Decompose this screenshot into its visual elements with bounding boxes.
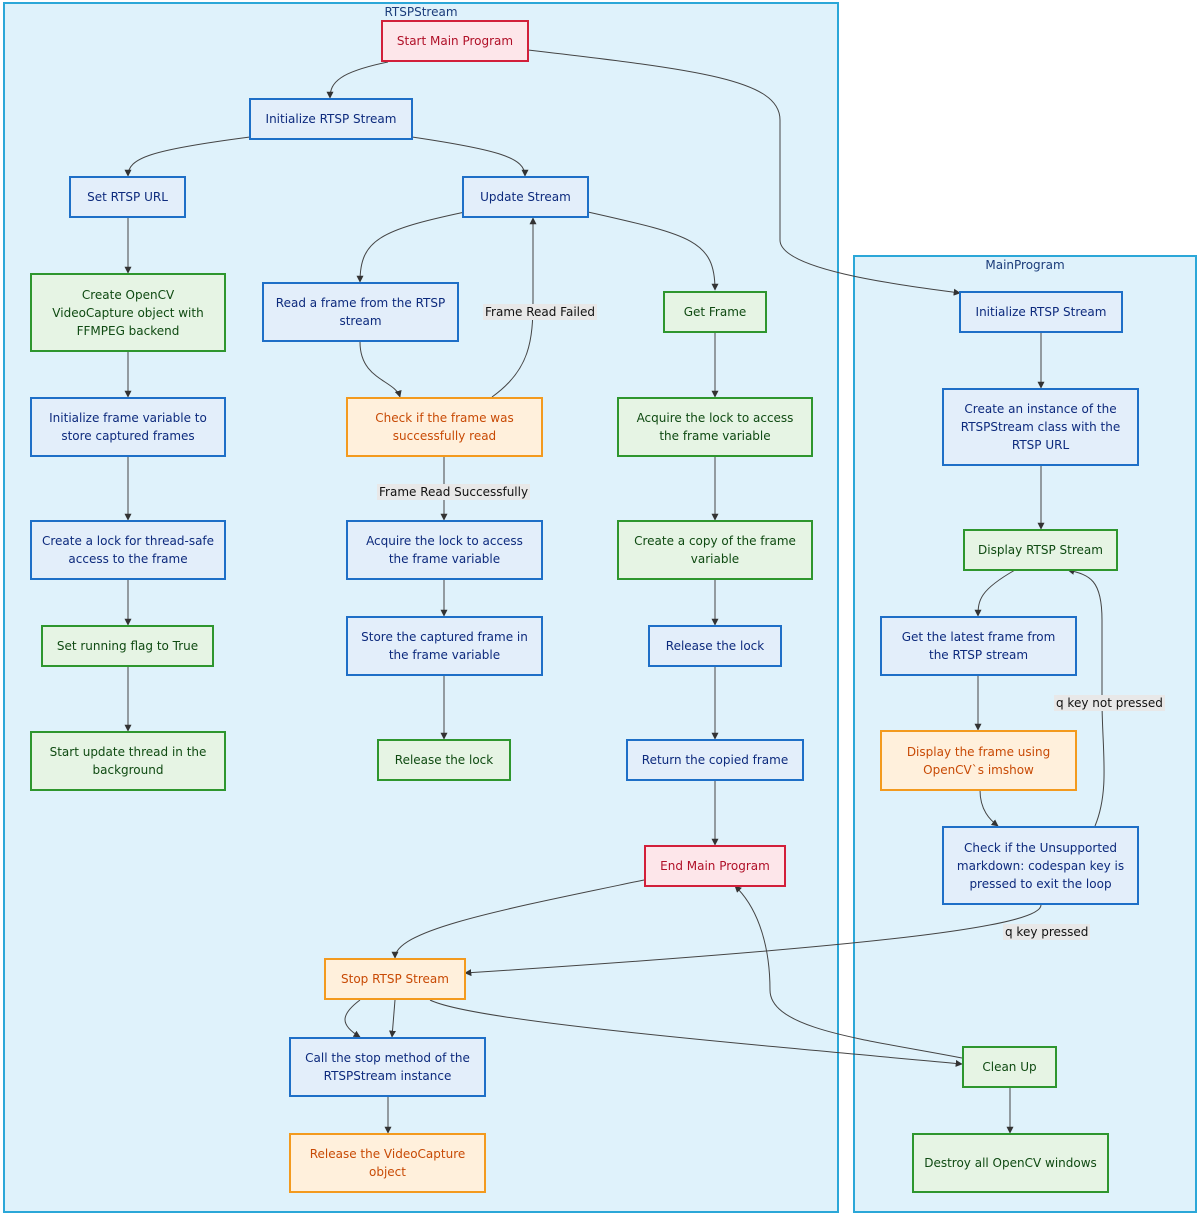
node-call-stop-method[interactable]: Call the stop method of the RTSPStream i…	[289, 1037, 486, 1097]
node-destroy-windows[interactable]: Destroy all OpenCV windows	[912, 1133, 1109, 1193]
node-return-copied-frame[interactable]: Return the copied frame	[626, 739, 804, 781]
node-stop-rtsp-stream[interactable]: Stop RTSP Stream	[324, 958, 466, 1000]
edge-check-to-update-failed	[491, 217, 537, 398]
edge-read-to-check	[359, 341, 402, 398]
edge-check-to-stop-pressed	[464, 904, 1042, 977]
node-release-lock-get[interactable]: Release the lock	[648, 625, 782, 667]
node-main-initialize-rtsp-stream[interactable]: Initialize RTSP Stream	[959, 291, 1123, 333]
node-get-frame[interactable]: Get Frame	[663, 291, 767, 333]
node-create-videocapture[interactable]: Create OpenCV VideoCapture object with F…	[30, 273, 226, 352]
node-acquire-lock-get[interactable]: Acquire the lock to access the frame var…	[617, 397, 813, 457]
node-check-key-pressed[interactable]: Check if the Unsupported markdown: codes…	[942, 826, 1139, 905]
edge-displayframe-to-check	[979, 789, 999, 827]
edge-stop-to-callstop-a	[344, 999, 361, 1038]
node-check-frame-read[interactable]: Check if the frame was successfully read	[346, 397, 543, 457]
node-get-latest-frame[interactable]: Get the latest frame from the RTSP strea…	[880, 616, 1077, 676]
edge-update-to-read	[356, 211, 466, 283]
node-start-update-thread[interactable]: Start update thread in the background	[30, 731, 226, 791]
node-release-videocapture[interactable]: Release the VideoCapture object	[289, 1133, 486, 1193]
cluster-title-rtsp-stream: RTSPStream	[384, 5, 458, 19]
edge-label-q-key-not-pressed: q key not pressed	[1054, 695, 1165, 711]
node-store-captured-frame[interactable]: Store the captured frame in the frame va…	[346, 616, 543, 676]
node-create-lock[interactable]: Create a lock for thread-safe access to …	[30, 520, 226, 580]
node-release-lock-update[interactable]: Release the lock	[377, 739, 511, 781]
edge-end-to-stop	[391, 879, 645, 959]
edge-init-to-update	[411, 136, 529, 177]
edge-start-to-init	[326, 61, 389, 99]
node-read-frame[interactable]: Read a frame from the RTSP stream	[262, 282, 459, 342]
cluster-title-main-program: MainProgram	[985, 258, 1065, 272]
edge-init-to-seturl	[124, 136, 251, 177]
node-set-rtsp-url[interactable]: Set RTSP URL	[69, 176, 186, 218]
node-start-main-program[interactable]: Start Main Program	[381, 20, 529, 62]
edge-stop-to-callstop-b	[389, 999, 396, 1038]
node-set-running-flag[interactable]: Set running flag to True	[41, 625, 214, 667]
node-update-stream[interactable]: Update Stream	[462, 176, 589, 218]
edge-label-frame-read-successfully: Frame Read Successfully	[377, 484, 531, 500]
edge-update-to-getframe	[587, 211, 719, 291]
node-end-main-program[interactable]: End Main Program	[644, 845, 786, 887]
edge-display-to-getlatest	[974, 569, 1016, 617]
node-acquire-lock-update[interactable]: Acquire the lock to access the frame var…	[346, 520, 543, 580]
node-initialize-rtsp-stream[interactable]: Initialize RTSP Stream	[249, 98, 413, 140]
edge-cleanup-to-end	[734, 885, 963, 1059]
edge-stop-to-cleanup	[429, 999, 963, 1067]
edge-label-frame-read-failed: Frame Read Failed	[483, 304, 597, 320]
node-initialize-frame-variable[interactable]: Initialize frame variable to store captu…	[30, 397, 226, 457]
node-create-instance[interactable]: Create an instance of the RTSPStream cla…	[942, 388, 1139, 466]
node-display-frame-imshow[interactable]: Display the frame using OpenCV`s imshow	[880, 730, 1077, 791]
node-clean-up[interactable]: Clean Up	[962, 1046, 1057, 1088]
node-create-copy[interactable]: Create a copy of the frame variable	[617, 520, 813, 580]
edge-label-q-key-pressed: q key pressed	[1003, 924, 1091, 940]
node-display-rtsp-stream[interactable]: Display RTSP Stream	[963, 529, 1118, 571]
edge-start-to-main-init	[527, 49, 961, 296]
